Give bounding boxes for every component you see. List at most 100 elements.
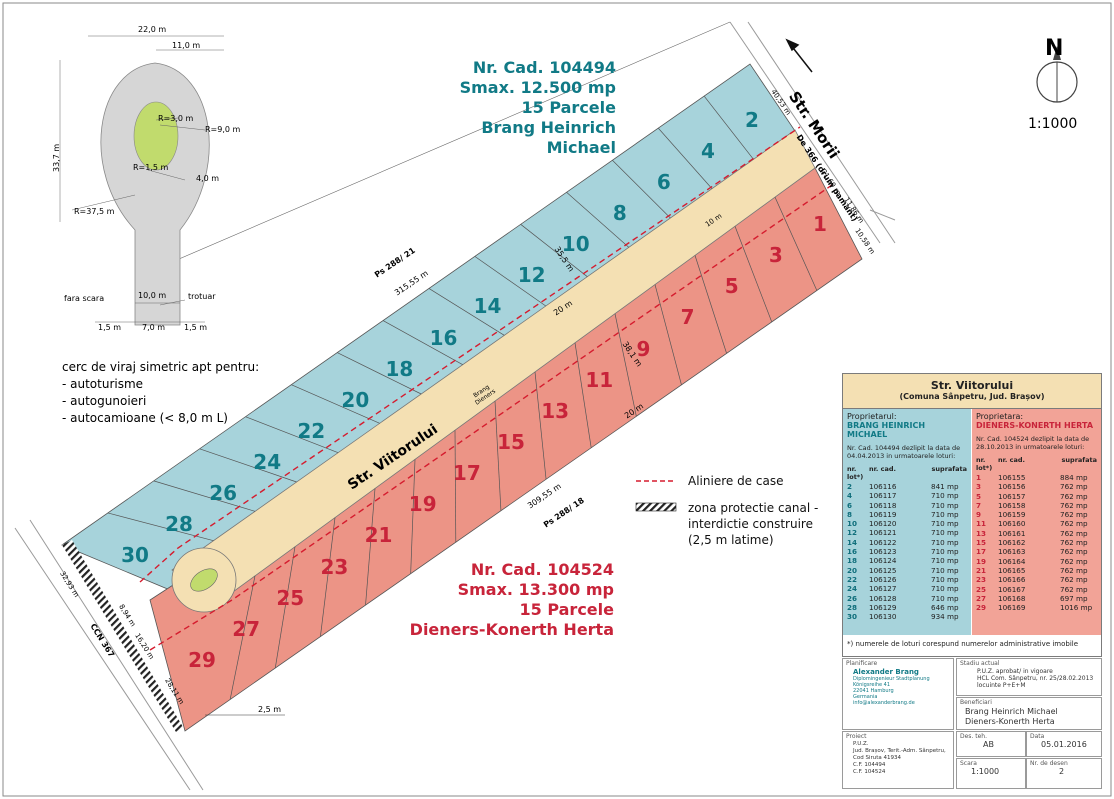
turn-note-4: - autocamioane (< 8,0 m L) [62, 411, 228, 425]
area-cell: 710 mp [931, 500, 959, 510]
south-block-title: Nr. Cad. 104524 Smax. 13.300 mp 15 Parce… [386, 560, 614, 640]
lot-number-cell: 27 [976, 593, 987, 603]
scara-value: 1:1000 [971, 767, 1000, 776]
table-left-column: Proprietarul: BRANG HEINRICH MICHAEL Nr.… [843, 409, 971, 635]
right-table-row: 21 106165 762 mp [972, 566, 1101, 575]
planner-cell: Planificare Alexander Brang Diplomingeni… [842, 658, 954, 730]
area-cell: 697 mp [1060, 593, 1088, 603]
north-arrow [1036, 46, 1078, 103]
area-cell: 710 mp [931, 537, 959, 547]
cad-number-cell: 106156 [998, 482, 1026, 492]
cad-number-cell: 106126 [869, 574, 897, 584]
legend-zona-1: zona protectie canal - [688, 501, 819, 515]
planner-line2: Königsreihe 41 [853, 682, 891, 688]
south-parcel-divider [574, 342, 592, 448]
lot-number-cell: 7 [976, 500, 982, 510]
area-cell: 710 mp [931, 528, 959, 538]
right-h2: nr. cad. [998, 456, 1025, 464]
turn-r9: R=9,0 m [205, 125, 241, 134]
lot-number-label: 13 [541, 398, 570, 423]
south-parcel-divider [320, 517, 336, 637]
lots-table: Str. Viitorului (Comuna Sânpetru, Jud. B… [842, 373, 1102, 657]
area-cell: 762 mp [1060, 575, 1088, 585]
south-parcel-lines [229, 196, 818, 700]
des-teh-value: AB [983, 740, 994, 749]
lot-number-label: 2 [745, 108, 759, 132]
turn-fara-scara: fara scara [64, 294, 105, 303]
legend-zona-3: (2,5 m latime) [688, 533, 774, 547]
north-parcel-lines [107, 95, 754, 542]
lot-number-cell: 12 [847, 528, 858, 538]
morii-direction-arrow [785, 38, 813, 73]
lot-number-label: 30 [121, 543, 149, 567]
cad-number-cell: 106168 [998, 593, 1026, 603]
turn-w22: 22,0 m [138, 25, 167, 34]
area-cell: 710 mp [931, 491, 959, 501]
building-alignment-lines [139, 126, 833, 651]
north-cad: Nr. Cad. 104494 [472, 58, 616, 77]
area-cell: 762 mp [1060, 565, 1088, 575]
turn-w11: 11,0 m [172, 41, 201, 50]
lot-number-label: 27 [232, 616, 261, 641]
lot-number-cell: 23 [976, 575, 987, 585]
area-cell: 762 mp [1060, 556, 1088, 566]
lot-number-cell: 28 [847, 602, 858, 612]
cad-number-cell: 106165 [998, 565, 1026, 575]
cad-number-cell: 106161 [998, 528, 1026, 538]
lot-number-label: 9 [636, 336, 651, 361]
turning-detail [59, 35, 224, 326]
turn-h337: 33,7 m [52, 143, 61, 172]
south-parcel-divider [534, 371, 547, 480]
north-parcel-divider [428, 288, 505, 336]
area-cell: 710 mp [931, 519, 959, 529]
north-parcel-divider [703, 95, 754, 160]
area-cell: 646 mp [931, 602, 959, 612]
south-parcel-divider [365, 488, 376, 606]
right-table-row: 27 106168 697 mp [972, 594, 1101, 603]
left-h1: nr. lot*) [847, 465, 864, 481]
lot-number-label: 25 [276, 585, 305, 610]
lot-number-cell: 30 [847, 612, 858, 622]
cad-number-cell: 106164 [998, 556, 1026, 566]
turn-note-1: cerc de viraj simetric apt pentru: [62, 360, 260, 374]
lot-number-label: 24 [253, 449, 282, 474]
turn-r15: R=1,5 m [133, 163, 169, 172]
left-header-row: nr. lot*) nr. cad. suprafata [843, 463, 971, 482]
lot-number-label: 14 [473, 294, 502, 319]
legend-zona: zona protectie canal - interdictie const… [688, 500, 818, 548]
south-parcel-divider [614, 313, 637, 417]
table-header: Str. Viitorului (Comuna Sânpetru, Jud. B… [843, 374, 1101, 409]
lot-number-label: 19 [408, 492, 437, 517]
north-parcel-divider [199, 448, 297, 483]
stadiu-line3: locuinte P+E+M [977, 682, 1026, 689]
lot-number-label: 18 [385, 356, 414, 381]
data-value: 05.01.2016 [1041, 740, 1087, 749]
lot-number-cell: 5 [976, 491, 982, 501]
turn-s15a: 1,5 m [98, 323, 122, 332]
north-parcel-divider [612, 159, 671, 219]
lot-number-cell: 21 [976, 565, 987, 575]
dimension-lines [171, 21, 731, 716]
lot-number-cell: 20 [847, 565, 858, 575]
cad-number-cell: 106162 [998, 538, 1026, 548]
des-teh-label: Des. teh. [960, 733, 988, 740]
lot-number-cell: 9 [976, 510, 982, 520]
lot-number-cell: 26 [847, 593, 858, 603]
lot-number-cell: 18 [847, 556, 858, 566]
north-parcel-divider [245, 416, 339, 453]
cad-number-cell: 106123 [869, 547, 897, 557]
north-smax: Smax. 12.500 mp [459, 78, 616, 97]
area-cell: 762 mp [1060, 510, 1088, 520]
cad-number-cell: 106116 [869, 482, 897, 491]
data-cell: Data 05.01.2016 [1026, 731, 1102, 757]
